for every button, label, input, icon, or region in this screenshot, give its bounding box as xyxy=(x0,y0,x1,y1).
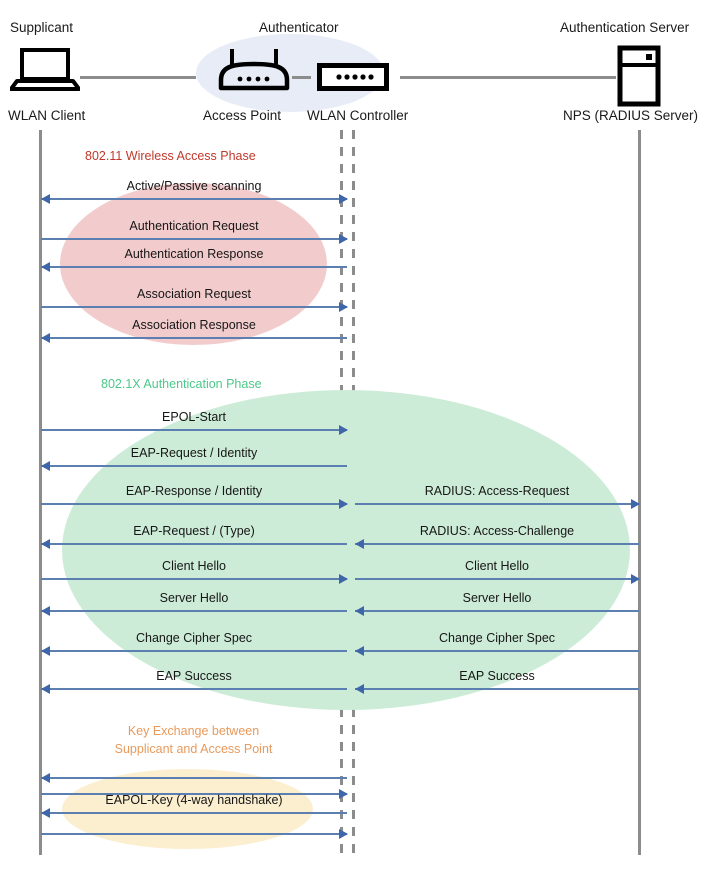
message-label-left-10: Server Hello xyxy=(159,591,229,605)
message-arrow-left-16 xyxy=(41,833,347,835)
message-label-left-5: EPOL-Start xyxy=(162,410,226,424)
arrow-head-right-icon-left-1 xyxy=(339,234,348,244)
message-arrow-right-0 xyxy=(355,503,639,505)
arrow-head-right-icon-left-14 xyxy=(339,789,348,799)
arrow-head-right-icon-right-0 xyxy=(631,499,640,509)
arrow-head-left-icon-left-12 xyxy=(41,684,50,694)
arrow-head-right-icon-left-16 xyxy=(339,829,348,839)
arrow-head-right-icon-left-9 xyxy=(339,574,348,584)
arrow-head-left-icon-left-13 xyxy=(41,773,50,783)
arrow-head-right-icon-left-3 xyxy=(339,302,348,312)
phase-ellipse-key-exchange xyxy=(62,769,313,849)
message-label-right-4: Change Cipher Spec xyxy=(438,631,556,645)
arrow-head-right-icon-left-5 xyxy=(339,425,348,435)
wire-controller-to-server xyxy=(400,76,616,79)
message-label-left-3: Association Request xyxy=(137,287,251,301)
message-label-left-6: EAP-Request / Identity xyxy=(130,446,258,460)
actor-name-nps-radius-server: NPS (RADIUS Server) xyxy=(563,108,699,123)
message-arrow-left-3 xyxy=(41,306,347,308)
arrow-head-left-icon-left-11 xyxy=(41,646,50,656)
arrow-head-left-icon-left-0 xyxy=(41,194,50,204)
message-label-right-2: Client Hello xyxy=(465,559,529,573)
message-label-left-9: Client Hello xyxy=(162,559,226,573)
server-icon xyxy=(617,45,661,112)
message-arrow-left-0 xyxy=(41,198,347,200)
message-arrow-right-3 xyxy=(355,610,639,612)
arrow-head-left-icon-left-10 xyxy=(41,606,50,616)
message-arrow-left-12 xyxy=(41,688,347,690)
message-arrow-right-1 xyxy=(355,543,639,545)
phase-label-wireless-access: 802.11 Wireless Access Phase xyxy=(85,149,256,163)
message-arrow-left-4 xyxy=(41,337,347,339)
message-arrow-left-2 xyxy=(41,266,347,268)
wire-client-to-ap xyxy=(80,76,196,79)
message-arrow-left-8 xyxy=(41,543,347,545)
message-arrow-left-6 xyxy=(41,465,347,467)
message-arrow-left-10 xyxy=(41,610,347,612)
phase-label-key-exchange-line2: Supplicant and Access Point xyxy=(114,742,273,756)
arrow-head-left-icon-right-4 xyxy=(355,646,364,656)
message-label-left-2: Authentication Response xyxy=(124,247,264,261)
phase-ellipse-wireless-access xyxy=(60,183,327,345)
message-label-left-8: EAP-Request / (Type) xyxy=(133,524,255,538)
arrow-head-right-icon-left-7 xyxy=(339,499,348,509)
arrow-head-left-icon-right-5 xyxy=(355,684,364,694)
message-arrow-left-14 xyxy=(41,793,347,795)
message-label-left-1: Authentication Request xyxy=(129,219,259,233)
arrow-head-left-icon-left-2 xyxy=(41,262,50,272)
access-point-icon xyxy=(215,48,293,99)
arrow-head-right-icon-right-2 xyxy=(631,574,640,584)
lifeline-supplicant xyxy=(39,130,42,855)
wire-ap-to-controller xyxy=(292,76,311,79)
actor-role-authentication-server: Authentication Server xyxy=(560,20,690,35)
message-arrow-left-15 xyxy=(41,812,347,814)
message-arrow-left-13 xyxy=(41,777,347,779)
phase-ellipse-dot1x-auth xyxy=(62,390,630,710)
arrow-head-left-icon-right-1 xyxy=(355,539,364,549)
actor-role-supplicant: Supplicant xyxy=(10,20,74,35)
message-label-left-15: EAPOL-Key (4-way handshake) xyxy=(105,793,283,807)
arrow-head-left-icon-left-4 xyxy=(41,333,50,343)
phase-label-key-exchange-line1: Key Exchange between xyxy=(127,724,260,738)
actor-name-wlan-controller: WLAN Controller xyxy=(307,108,409,123)
message-label-left-11: Change Cipher Spec xyxy=(135,631,253,645)
actor-name-access-point: Access Point xyxy=(203,108,282,123)
message-label-right-3: Server Hello xyxy=(462,591,532,605)
message-arrow-left-1 xyxy=(41,238,347,240)
message-arrow-left-9 xyxy=(41,578,347,580)
message-arrow-left-7 xyxy=(41,503,347,505)
arrow-head-left-icon-left-6 xyxy=(41,461,50,471)
arrow-head-left-icon-left-8 xyxy=(41,539,50,549)
message-label-left-4: Association Response xyxy=(132,318,256,332)
message-arrow-right-2 xyxy=(355,578,639,580)
wlan-controller-icon xyxy=(317,63,389,96)
message-label-right-1: RADIUS: Access-Challenge xyxy=(419,524,575,538)
message-label-right-5: EAP Success xyxy=(459,669,535,683)
message-label-left-12: EAP Success xyxy=(156,669,232,683)
message-arrow-left-5 xyxy=(41,429,347,431)
actor-role-authenticator: Authenticator xyxy=(259,20,339,35)
lifeline-authentication-server xyxy=(638,130,641,855)
message-label-left-0: Active/Passive scanning xyxy=(126,179,262,193)
message-arrow-left-11 xyxy=(41,650,347,652)
arrow-head-left-icon-right-3 xyxy=(355,606,364,616)
message-label-left-7: EAP-Response / Identity xyxy=(125,484,263,498)
arrow-head-right-icon-left-0 xyxy=(339,194,348,204)
message-arrow-right-4 xyxy=(355,650,639,652)
phase-label-key-exchange: Key Exchange between Supplicant and Acce… xyxy=(96,722,291,758)
actor-name-wlan-client: WLAN Client xyxy=(8,108,86,123)
arrow-head-left-icon-left-15 xyxy=(41,808,50,818)
phase-label-dot1x-auth: 802.1X Authentication Phase xyxy=(101,377,262,391)
laptop-icon xyxy=(9,47,81,96)
message-arrow-right-5 xyxy=(355,688,639,690)
message-label-right-0: RADIUS: Access-Request xyxy=(424,484,570,498)
